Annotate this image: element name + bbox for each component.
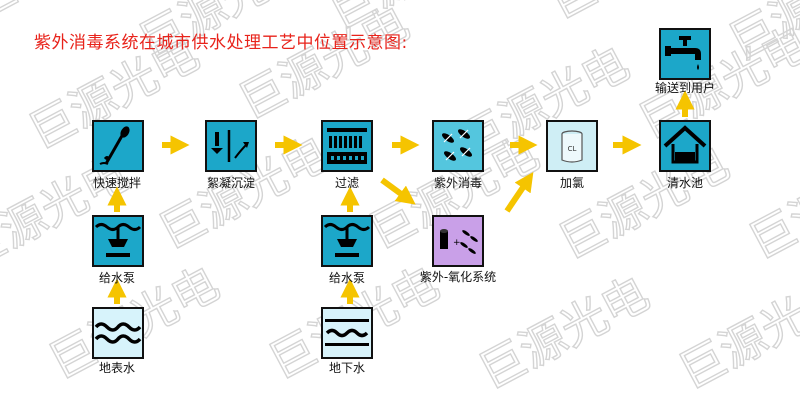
label-coagulation: 絮凝沉淀 [206,176,256,190]
pump-icon [323,223,371,257]
node-chlorination: CL [546,120,598,172]
label-surface-water: 地表水 [98,361,136,375]
node-clear-water-tank [659,120,711,172]
node-pump-left [92,215,144,267]
node-coagulation [205,120,257,172]
label-fast-mixing: 快速搅拌 [92,176,142,190]
label-ground-water: 地下水 [328,361,366,375]
label-pump-middle: 给水泵 [328,271,366,285]
water-tank-icon [663,125,707,164]
ground-water-icon [325,319,369,346]
svg-text:+: + [453,238,461,248]
node-delivery [659,28,711,80]
chlorine-symbol: CL [568,145,577,153]
label-clear-water-tank: 清水池 [666,176,704,190]
filter-icon [327,128,367,164]
faucet-icon [665,36,701,70]
label-uv-oxidation: 紫外-氧化系统 [419,270,497,284]
node-ground-water [321,307,373,359]
node-uv-oxidation: + [432,215,484,267]
node-pump-middle [321,215,373,267]
label-delivery: 输送到用户 [654,81,716,95]
uv-oxidation-icon: + [440,229,478,254]
pump-icon [94,223,142,257]
label-filtration: 过滤 [334,176,360,190]
coagulation-icon [211,130,249,162]
surface-water-icon [94,322,142,344]
arrow-filtration-to-uv-oxidation [380,177,416,205]
label-pump-left: 给水泵 [98,271,136,285]
node-surface-water [92,307,144,359]
stirrer-icon [99,126,130,165]
node-uv-disinfection [432,120,484,172]
diagram-title: 紫外消毒系统在城市供水处理工艺中位置示意图: [34,33,408,53]
node-fast-mixing [92,120,144,172]
uv-lamp-icon [442,129,472,161]
arrow-uv-oxidation-to-chlorination [504,172,534,213]
label-chlorination: 加氯 [559,176,585,190]
node-filtration [321,120,373,172]
chlorine-tank-icon: CL [561,130,583,163]
label-uv-disinfection: 紫外消毒 [433,176,483,190]
